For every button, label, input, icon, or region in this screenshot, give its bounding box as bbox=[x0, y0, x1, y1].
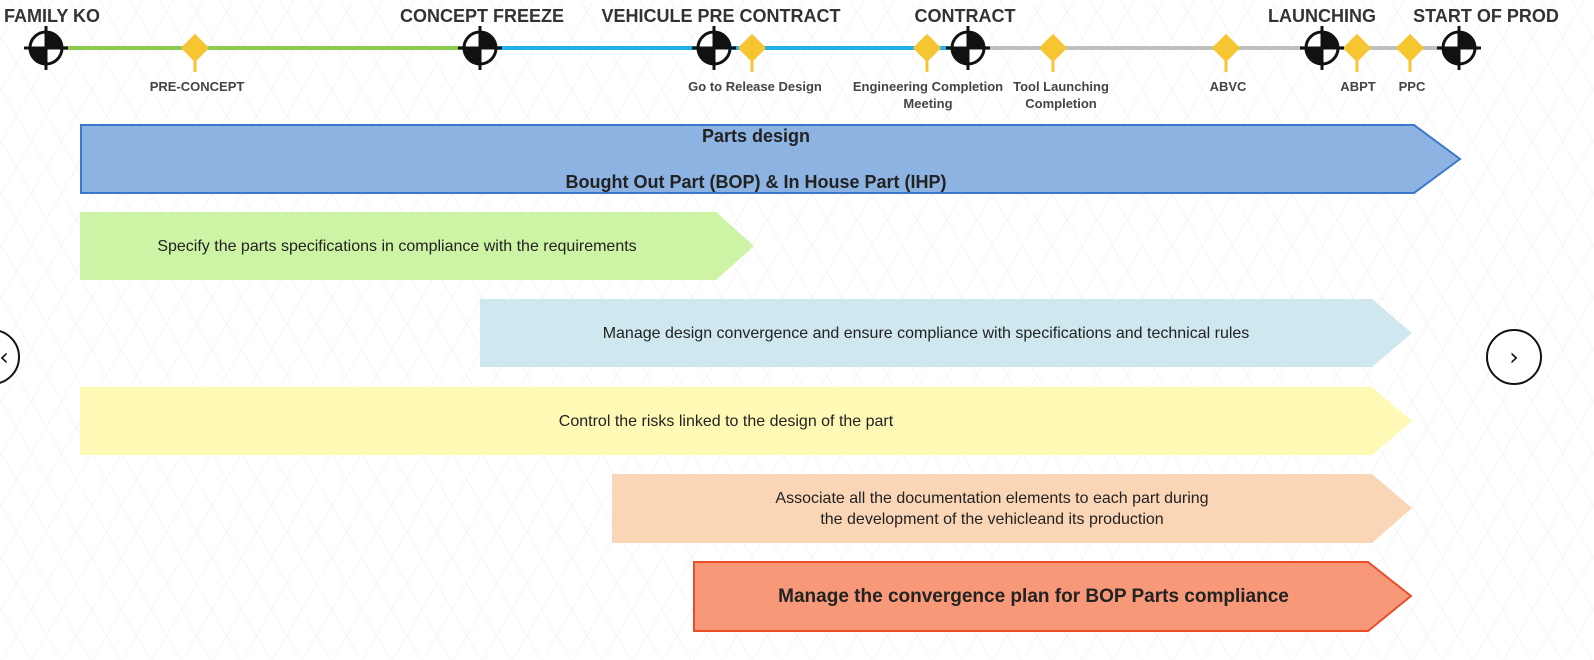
gate-marker bbox=[458, 26, 502, 70]
activity-arrow-manage-design: Manage design convergence and ensure com… bbox=[480, 299, 1412, 367]
activity-arrow-control-risks: Control the risks linked to the design o… bbox=[80, 387, 1412, 455]
milestone-label-ppc: PPC bbox=[1398, 79, 1426, 94]
activity-text-associate-docs: Associate all the documentation elements… bbox=[775, 489, 1209, 528]
chevron-right-icon: › bbox=[1509, 343, 1519, 371]
milestone-label-abpt: ABPT bbox=[1340, 79, 1376, 94]
prev-button[interactable]: ‹ bbox=[0, 329, 20, 385]
gate-label-vehicule-pre-contract: VEHICULE PRE CONTRACT bbox=[601, 6, 841, 26]
milestone-label-tool-launching: Tool Launching Completion bbox=[1013, 79, 1109, 111]
gate-label-launching: LAUNCHING bbox=[1268, 6, 1376, 26]
parts-design-title: Parts design bbox=[701, 125, 811, 146]
milestone-marker bbox=[912, 33, 942, 72]
activity-text-control-risks: Control the risks linked to the design o… bbox=[558, 412, 894, 430]
gate-label-start-of-prod: START OF PROD bbox=[1413, 6, 1559, 26]
milestone-marker bbox=[737, 33, 767, 72]
gate-marker bbox=[1300, 26, 1344, 70]
gate-marker bbox=[24, 26, 68, 70]
gate-label-concept-freeze: CONCEPT FREEZE bbox=[399, 6, 565, 26]
chevron-left-icon: ‹ bbox=[0, 343, 9, 371]
gate-marker bbox=[946, 26, 990, 70]
gate-marker bbox=[692, 26, 736, 70]
milestone-marker bbox=[180, 33, 210, 72]
activity-arrow-associate-docs: Associate all the documentation elements… bbox=[612, 474, 1412, 543]
activity-text-specify: Specify the parts specifications in comp… bbox=[157, 237, 637, 255]
milestone-label-abvc: ABVC bbox=[1209, 79, 1247, 94]
milestone-marker bbox=[1342, 33, 1372, 72]
activity-text-manage-design: Manage design convergence and ensure com… bbox=[602, 324, 1250, 342]
activity-text-bop-convergence: Manage the convergence plan for BOP Part… bbox=[778, 586, 1289, 607]
activity-arrow-specify: Specify the parts specifications in comp… bbox=[80, 212, 754, 280]
gate-label-contract: CONTRACT bbox=[914, 6, 1016, 26]
arrow-shape bbox=[693, 561, 1413, 632]
milestone-label-pre-concept: PRE-CONCEPT bbox=[149, 79, 245, 94]
gate-marker bbox=[1437, 26, 1481, 70]
milestone-marker bbox=[1038, 33, 1068, 72]
arrow-shape bbox=[480, 299, 1412, 367]
activity-arrow-bop-convergence: Manage the convergence plan for BOP Part… bbox=[693, 561, 1414, 632]
arrow-shape bbox=[80, 212, 754, 280]
next-button[interactable]: › bbox=[1486, 329, 1542, 385]
parts-design-header-arrow: Parts design Bought Out Part (BOP) & In … bbox=[80, 124, 1462, 194]
milestone-label-engineering-completion: Engineering Completion Meeting bbox=[852, 79, 1004, 111]
milestone-marker bbox=[1395, 33, 1425, 72]
timeline bbox=[24, 26, 1481, 72]
parts-design-subtitle: Bought Out Part (BOP) & In House Part (I… bbox=[565, 171, 947, 192]
milestone-marker bbox=[1211, 33, 1241, 72]
arrow-shape bbox=[80, 387, 1412, 455]
gate-label-family-ko: FAMILY KO bbox=[3, 6, 101, 26]
arrow-shape bbox=[80, 124, 1462, 194]
milestone-label-go-to-release-design: Go to Release Design bbox=[688, 79, 822, 94]
arrow-shape bbox=[612, 474, 1412, 543]
